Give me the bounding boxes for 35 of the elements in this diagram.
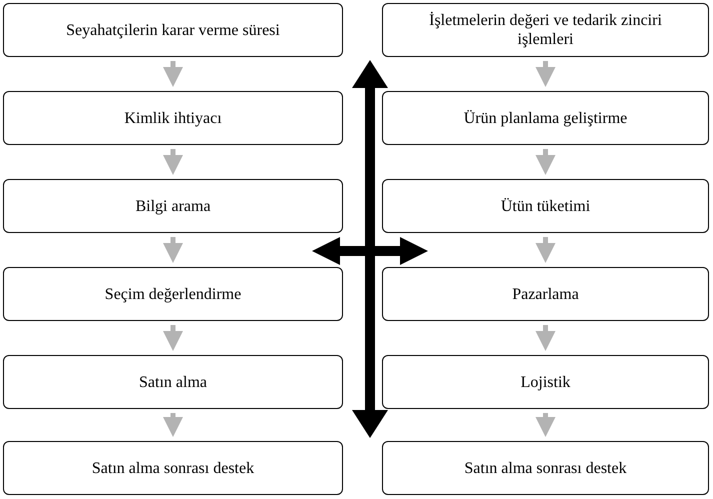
- box-label: Ütün tüketimi: [500, 196, 590, 216]
- arrow: [536, 149, 556, 175]
- arrow: [163, 61, 183, 87]
- process-box: [3, 91, 343, 145]
- process-box: [3, 267, 343, 321]
- arrow: [163, 413, 183, 437]
- process-box: [3, 355, 343, 409]
- box-label: Satın alma: [139, 372, 207, 392]
- process-box: [382, 3, 709, 57]
- arrow: [536, 237, 556, 263]
- process-box: [382, 355, 709, 409]
- arrow: [163, 149, 183, 175]
- box-label: Lojistik: [520, 372, 570, 392]
- process-box: [3, 3, 343, 57]
- box-label: Ürün planlama geliştirme: [464, 108, 628, 128]
- arrow: [163, 237, 183, 263]
- process-box: [3, 441, 343, 495]
- process-box: [382, 91, 709, 145]
- box-label: Seyahatçilerin karar verme süresi: [66, 20, 280, 40]
- box-label: Pazarlama: [512, 284, 579, 304]
- process-box: [382, 441, 709, 495]
- process-box: [3, 179, 343, 233]
- arrow: [536, 413, 556, 437]
- process-box: [382, 267, 709, 321]
- box-label: Satın alma sonrası destek: [464, 458, 627, 478]
- box-label: İşletmelerin değeri ve tedarik zinciri işlemleri: [428, 11, 663, 49]
- arrow: [163, 325, 183, 351]
- arrow: [536, 325, 556, 351]
- box-label: Kimlik ihtiyacı: [124, 108, 222, 128]
- double-arrow: [312, 237, 428, 265]
- arrow: [536, 61, 556, 87]
- box-label: Satın alma sonrası destek: [92, 458, 254, 478]
- process-box: [382, 179, 709, 233]
- box-label: Seçim değerlendirme: [104, 284, 242, 304]
- box-label: Bilgi arama: [135, 196, 211, 216]
